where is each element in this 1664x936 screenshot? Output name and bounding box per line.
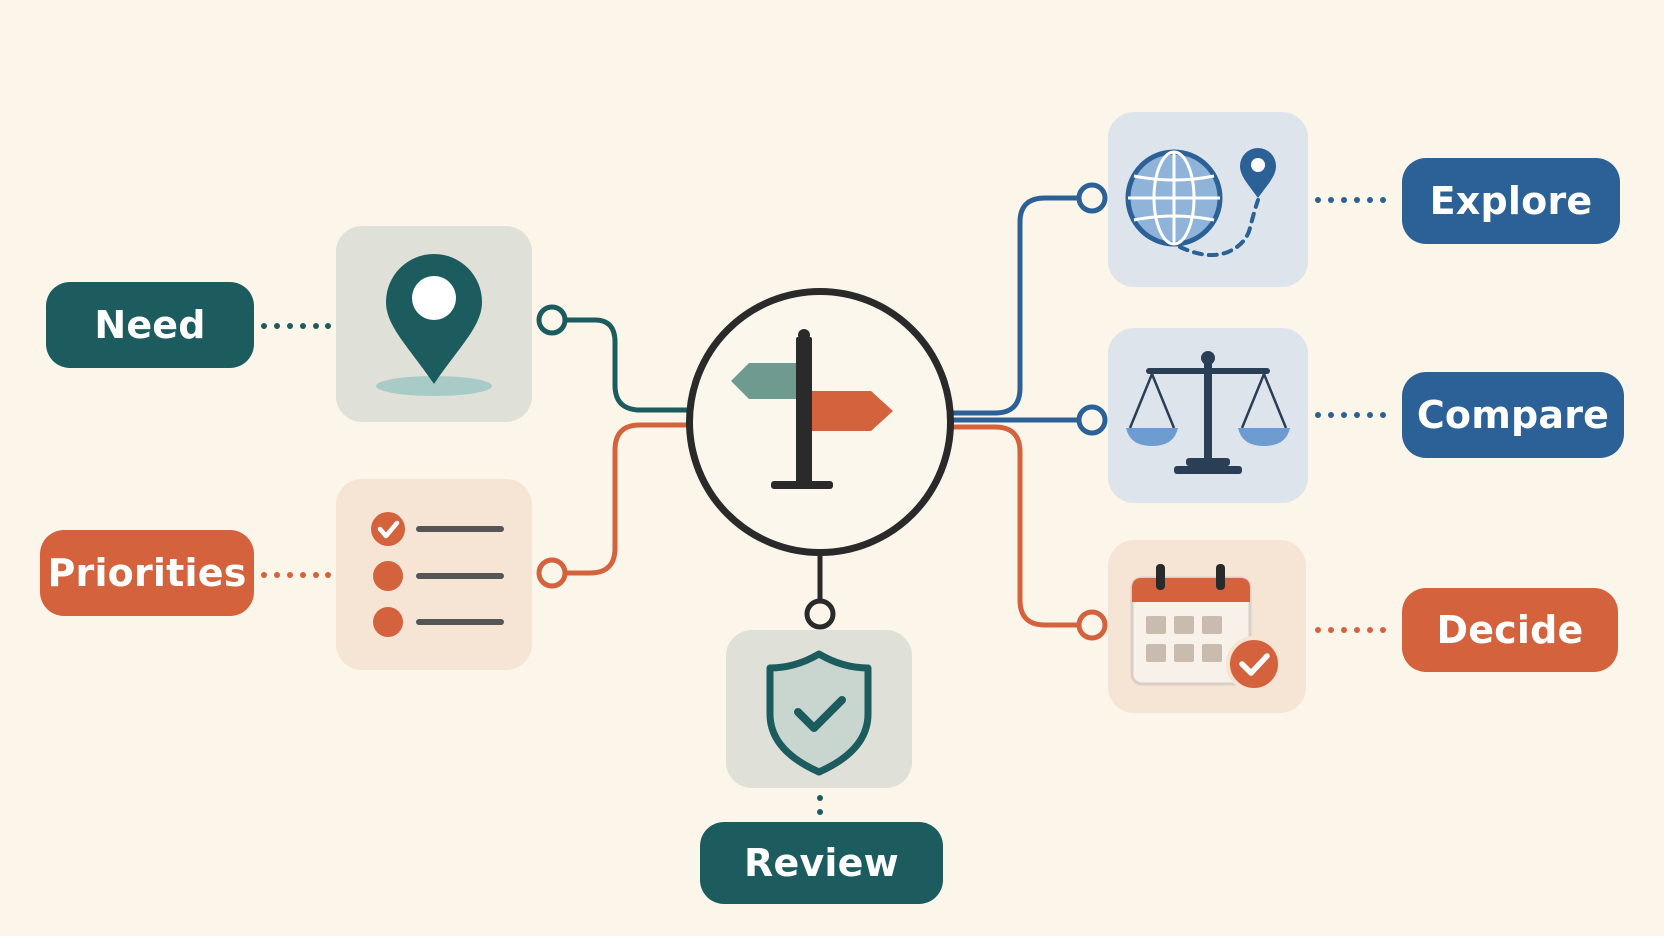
compare-tile [1108,328,1308,503]
explore-label-text: Explore [1429,179,1593,223]
priorities-label[interactable]: Priorities [40,530,254,616]
explore-dotted-leader [1315,197,1386,203]
explore-connector [952,195,1078,416]
priorities-connector [566,422,690,576]
review-label-text: Review [744,841,899,885]
decide-label[interactable]: Decide [1402,588,1618,672]
decide-connector [952,424,1078,628]
explore-tile [1108,112,1308,287]
review-tile [726,630,912,788]
need-dotted-leader [261,323,331,329]
review-dotted-leader [817,795,823,815]
need-connector-node [536,304,568,336]
priorities-dotted-leader [261,572,331,578]
calendar-check-icon [1130,564,1282,692]
review-connector-node [804,598,836,630]
checklist-icon [371,512,504,637]
decide-label-text: Decide [1436,608,1584,652]
compare-connector-node [1076,404,1108,436]
review-label[interactable]: Review [700,822,943,904]
need-label[interactable]: Need [46,282,254,368]
decide-dotted-leader [1315,627,1386,633]
decide-connector-node [1076,609,1108,641]
need-label-text: Need [94,303,206,347]
map-pin-icon [376,254,492,396]
signpost-icon [731,329,893,489]
balance-scale-icon [1126,351,1290,474]
globe-route-icon [1125,148,1276,258]
priorities-label-text: Priorities [47,551,247,595]
center-hub [686,288,954,556]
explore-connector-node [1076,182,1108,214]
need-tile [336,226,532,422]
compare-dotted-leader [1315,412,1386,418]
explore-label[interactable]: Explore [1402,158,1620,244]
shield-check-icon [766,650,872,776]
decide-tile [1108,540,1306,713]
compare-label[interactable]: Compare [1402,372,1624,458]
priorities-connector-node [536,557,568,589]
need-connector [566,317,690,413]
compare-label-text: Compare [1416,393,1610,437]
priorities-tile [336,479,532,670]
